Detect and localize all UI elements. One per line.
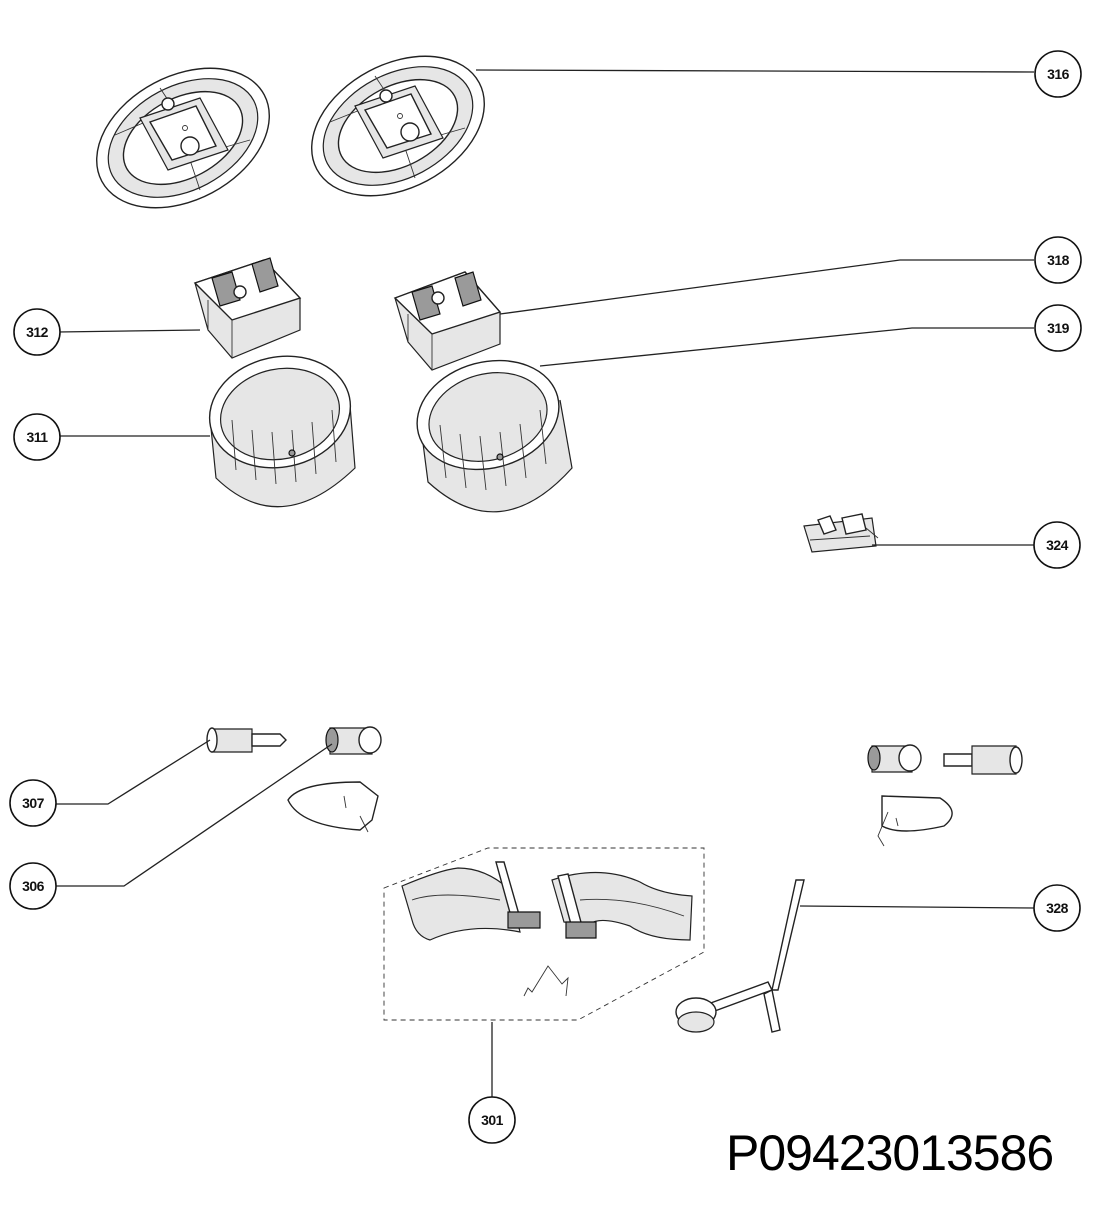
callout-324-label: 324 <box>1046 537 1069 553</box>
callout-307-label: 307 <box>22 795 45 811</box>
callout-318-label: 318 <box>1047 252 1070 268</box>
callout-318: 318 <box>1034 236 1082 284</box>
callout-311-label: 311 <box>26 429 48 445</box>
callout-301-label: 301 <box>481 1112 504 1128</box>
callout-301: 301 <box>468 1096 516 1144</box>
document-code: P09423013586 <box>726 1125 1054 1181</box>
drum-ring-right <box>416 359 573 513</box>
callout-328-label: 328 <box>1046 900 1069 916</box>
spring-clip <box>523 965 569 997</box>
callout-319-label: 319 <box>1047 320 1070 336</box>
paddle-left <box>401 861 541 941</box>
callout-306-label: 306 <box>22 878 45 894</box>
axle-pin-left <box>206 727 287 753</box>
bottom-plate-left <box>96 67 270 209</box>
callout-328: 328 <box>1033 884 1081 932</box>
bottom-plate-right <box>311 55 485 197</box>
axle-pin-right <box>943 745 1023 775</box>
bearing-pin-right <box>867 744 922 773</box>
callout-316: 316 <box>1034 50 1082 98</box>
cover-cap-right <box>877 795 953 847</box>
drum-ring-left <box>208 355 356 508</box>
callout-306: 306 <box>9 862 57 910</box>
callout-311: 311 <box>13 413 61 461</box>
connector-part <box>803 513 879 553</box>
paddle-right <box>551 871 693 941</box>
switch-block-left <box>193 257 302 359</box>
switch-block-right <box>393 271 502 371</box>
paddle-kit-box <box>383 847 705 1021</box>
callout-312: 312 <box>13 308 61 356</box>
callout-307: 307 <box>9 779 57 827</box>
lever-arm <box>675 879 805 1033</box>
callout-316-label: 316 <box>1047 66 1070 82</box>
callout-312-label: 312 <box>26 324 49 340</box>
cover-cap-left <box>287 781 379 833</box>
leader-lines <box>56 69 1035 1098</box>
callout-319: 319 <box>1034 304 1082 352</box>
callout-324: 324 <box>1033 521 1081 569</box>
bearing-pin-left <box>325 726 382 755</box>
